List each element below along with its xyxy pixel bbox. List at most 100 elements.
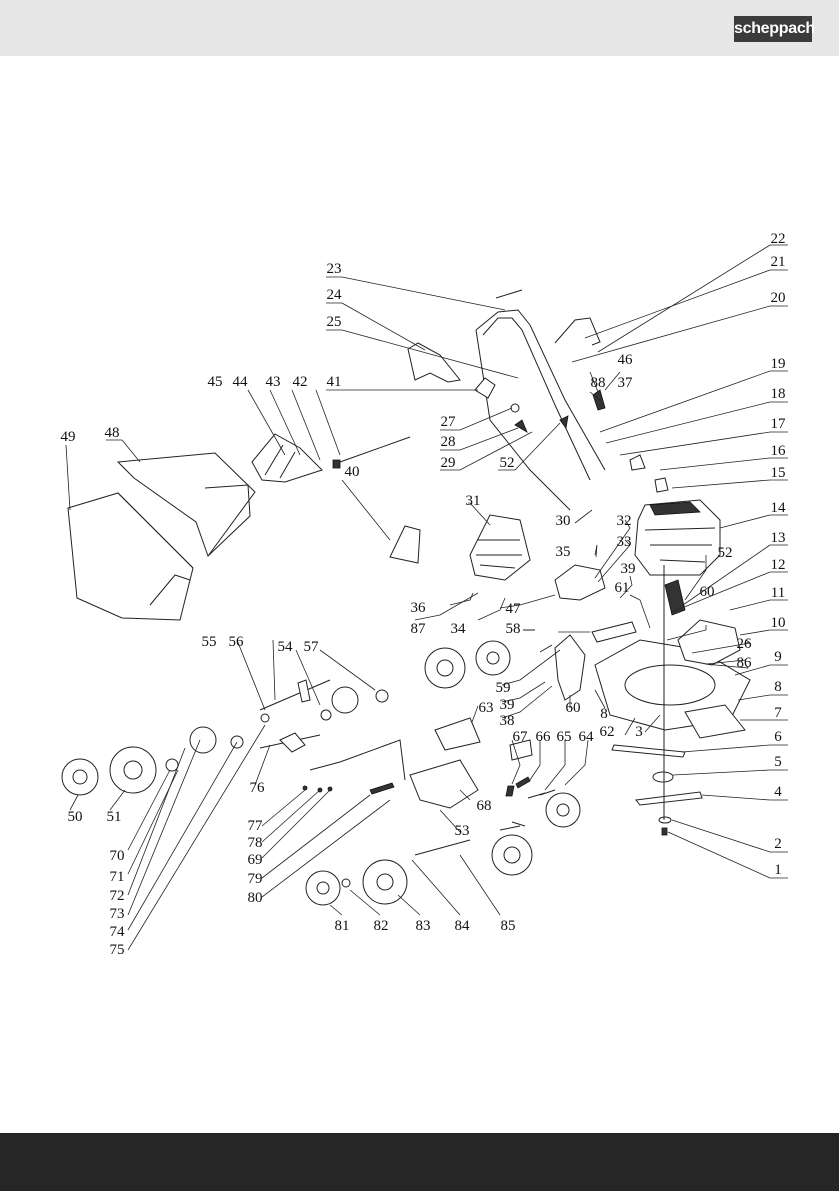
callout-57: 57 <box>304 639 320 655</box>
callout-45: 45 <box>208 374 223 390</box>
callout-5: 5 <box>774 754 782 770</box>
callout-83: 83 <box>416 918 431 934</box>
callout-17: 17 <box>771 416 787 432</box>
callout-24: 24 <box>327 287 343 303</box>
callout-70: 70 <box>110 848 125 864</box>
callout-9: 9 <box>774 649 782 665</box>
callout-16: 16 <box>771 443 787 459</box>
callout-19: 19 <box>771 356 786 372</box>
callout-82: 82 <box>374 918 389 934</box>
front-cover-63-68 <box>410 718 480 808</box>
callout-22: 22 <box>771 231 786 247</box>
callout-48: 48 <box>105 425 120 441</box>
callout-49: 49 <box>61 429 76 445</box>
callout-40: 40 <box>345 464 360 480</box>
callout-46: 46 <box>618 352 634 368</box>
callout-43: 43 <box>266 374 281 390</box>
spring-13 <box>665 580 685 615</box>
callout-13: 13 <box>771 530 786 546</box>
callout-64: 64 <box>579 729 595 745</box>
callout-52b: 52 <box>718 545 733 561</box>
callout-76: 76 <box>250 780 266 796</box>
cover-40 <box>390 526 420 563</box>
callout-21: 21 <box>771 254 786 270</box>
callout-31: 31 <box>466 493 481 509</box>
rear-cover-10 <box>678 620 740 665</box>
callout-10: 10 <box>771 615 786 631</box>
callout-66: 66 <box>536 729 552 745</box>
callout-15: 15 <box>771 465 786 481</box>
callout-23: 23 <box>327 261 342 277</box>
callout-41: 41 <box>327 374 342 390</box>
callout-29: 29 <box>441 455 456 471</box>
callout-12: 12 <box>771 557 786 573</box>
callout-73: 73 <box>110 906 125 922</box>
callout-27: 27 <box>441 414 457 430</box>
callout-55: 55 <box>202 634 217 650</box>
callout-42: 42 <box>293 374 308 390</box>
callout-75: 75 <box>110 942 125 958</box>
grass-bag-49 <box>68 493 193 620</box>
callout-2: 2 <box>774 836 782 852</box>
callout-54: 54 <box>278 639 294 655</box>
callout-80: 80 <box>248 890 263 906</box>
callout-58: 58 <box>506 621 521 637</box>
engine-14 <box>635 500 720 575</box>
callout-38: 38 <box>500 713 515 729</box>
callout-8b: 8 <box>600 706 608 722</box>
callout-53: 53 <box>455 823 470 839</box>
callout-44: 44 <box>233 374 249 390</box>
callout-1: 1 <box>774 862 782 878</box>
callout-14: 14 <box>771 500 787 516</box>
cover-35 <box>555 565 605 600</box>
side-discharge-31 <box>470 515 530 580</box>
callout-86: 86 <box>737 655 753 671</box>
callout-61: 61 <box>615 580 630 596</box>
callout-32: 32 <box>617 513 632 529</box>
callout-25: 25 <box>327 314 342 330</box>
callout-65: 65 <box>557 729 572 745</box>
callout-26: 26 <box>737 636 753 652</box>
callout-69: 69 <box>248 852 263 868</box>
callout-6: 6 <box>774 729 782 745</box>
callout-51: 51 <box>107 809 122 825</box>
callout-60a: 60 <box>700 584 715 600</box>
callout-18: 18 <box>771 386 786 402</box>
bail-21 <box>555 318 600 345</box>
page-footer <box>0 1133 839 1191</box>
callout-74: 74 <box>110 924 126 940</box>
callout-63: 63 <box>479 700 494 716</box>
callout-11: 11 <box>771 585 785 601</box>
callout-87: 87 <box>411 621 427 637</box>
callout-47: 47 <box>506 601 522 617</box>
callout-78: 78 <box>248 835 263 851</box>
callout-39b: 39 <box>500 697 515 713</box>
callout-28: 28 <box>441 434 456 450</box>
callout-71: 71 <box>110 869 125 885</box>
callout-88: 88 <box>591 375 606 391</box>
callout-56: 56 <box>229 634 245 650</box>
callout-85: 85 <box>501 918 516 934</box>
callout-20: 20 <box>771 290 786 306</box>
callout-3: 3 <box>635 724 643 740</box>
callout-36: 36 <box>411 600 427 616</box>
callout-60b: 60 <box>566 700 581 716</box>
callout-52a: 52 <box>500 455 515 471</box>
small-parts-upper <box>511 390 668 492</box>
handle-23 <box>476 290 605 510</box>
gearbox-76 <box>260 733 320 752</box>
grip-41 <box>475 378 495 398</box>
callout-34: 34 <box>451 621 467 637</box>
callout-68: 68 <box>477 798 492 814</box>
callout-81: 81 <box>335 918 350 934</box>
callout-37: 37 <box>618 375 634 391</box>
callout-4: 4 <box>774 784 782 800</box>
callout-84: 84 <box>455 918 471 934</box>
callout-62: 62 <box>600 724 615 740</box>
callout-39a: 39 <box>621 561 636 577</box>
callout-72: 72 <box>110 888 125 904</box>
callout-33: 33 <box>617 534 632 550</box>
callout-35: 35 <box>556 544 571 560</box>
callout-30: 30 <box>556 513 571 529</box>
callout-8: 8 <box>774 679 782 695</box>
